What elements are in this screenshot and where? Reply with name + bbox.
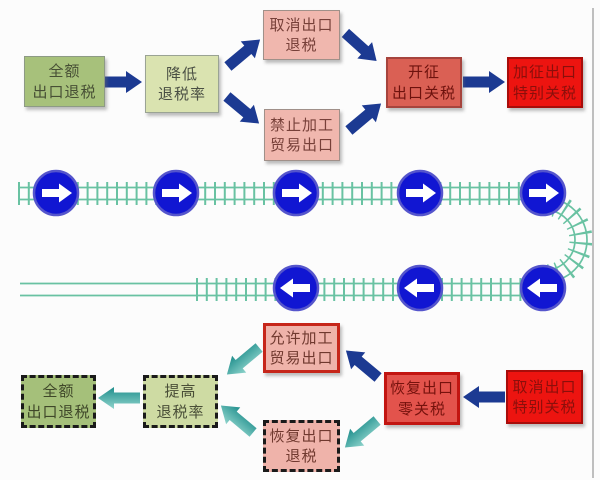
box-label-line: 提高 [164,382,197,401]
box-label-line: 全额 [48,62,81,81]
arrow-down-left-icon [219,339,267,383]
arrow-up-right-icon [220,31,268,75]
box-full-export-rebate: 全额 出口退税 [24,56,105,107]
box-label-line: 特别关税 [512,398,577,416]
box-label-line: 退税 [285,447,318,465]
box-label-line: 加征出口 [512,63,577,82]
box-label-line: 退税率 [156,402,205,421]
box-label-line: 全额 [42,382,75,401]
arrow-down-right-icon [338,24,384,70]
railway-sign-backward-icon [272,264,567,312]
box-allow-processing-trade-export: 允许加工 贸易出口 [263,323,340,373]
box-label-line: 退税 [285,36,318,54]
box-label-line: 恢复出口 [269,426,334,445]
box-label-line: 开征 [407,63,440,82]
box-restore-export-rebate: 恢复出口 退税 [263,420,340,472]
arrow-right-icon [463,71,505,93]
box-raise-rebate-rate: 提高 退税率 [143,375,218,428]
box-label-line: 出口关税 [391,83,456,102]
box-label-line: 贸易出口 [269,349,334,367]
box-label-line: 出口退税 [26,402,91,421]
box-lower-rebate-rate: 降低 退税率 [145,55,219,113]
box-restore-zero-export-tariff: 恢复出口 零关税 [384,372,460,425]
box-full-export-rebate-restored: 全额 出口退税 [21,375,96,428]
arrow-up-left-icon [213,397,261,441]
arrow-up-right-icon [341,95,389,139]
box-levy-export-tariff: 开征 出口关税 [386,57,462,108]
box-label-line: 退税率 [157,85,206,103]
box-label-line: 禁止加工 [269,115,334,134]
box-label-line: 取消出口 [269,15,334,34]
box-label-line: 取消出口 [512,377,577,396]
box-ban-processing-trade-export: 禁止加工 贸易出口 [264,109,340,161]
box-label-line: 恢复出口 [389,379,454,398]
arrow-left-icon [463,386,505,408]
railway-sign-forward-icon [32,169,567,217]
box-impose-special-export-tariff: 加征出口 特别关税 [507,57,583,108]
scan-edge-line [592,8,594,478]
arrow-up-left-icon [338,342,386,386]
arrow-down-left-icon [337,412,385,456]
box-label-line: 贸易出口 [269,136,334,154]
arrow-down-right-icon [219,88,267,132]
box-label-line: 允许加工 [269,328,334,347]
arrow-left-icon [98,387,140,409]
box-label-line: 出口退税 [32,82,97,101]
box-label-line: 零关税 [397,399,446,418]
box-label-line: 降低 [165,64,198,83]
box-cancel-special-export-tariff: 取消出口 特别关税 [506,370,583,424]
box-cancel-export-rebate: 取消出口 退税 [263,10,340,60]
box-label-line: 特别关税 [512,83,577,102]
arrow-right-icon [100,71,142,93]
